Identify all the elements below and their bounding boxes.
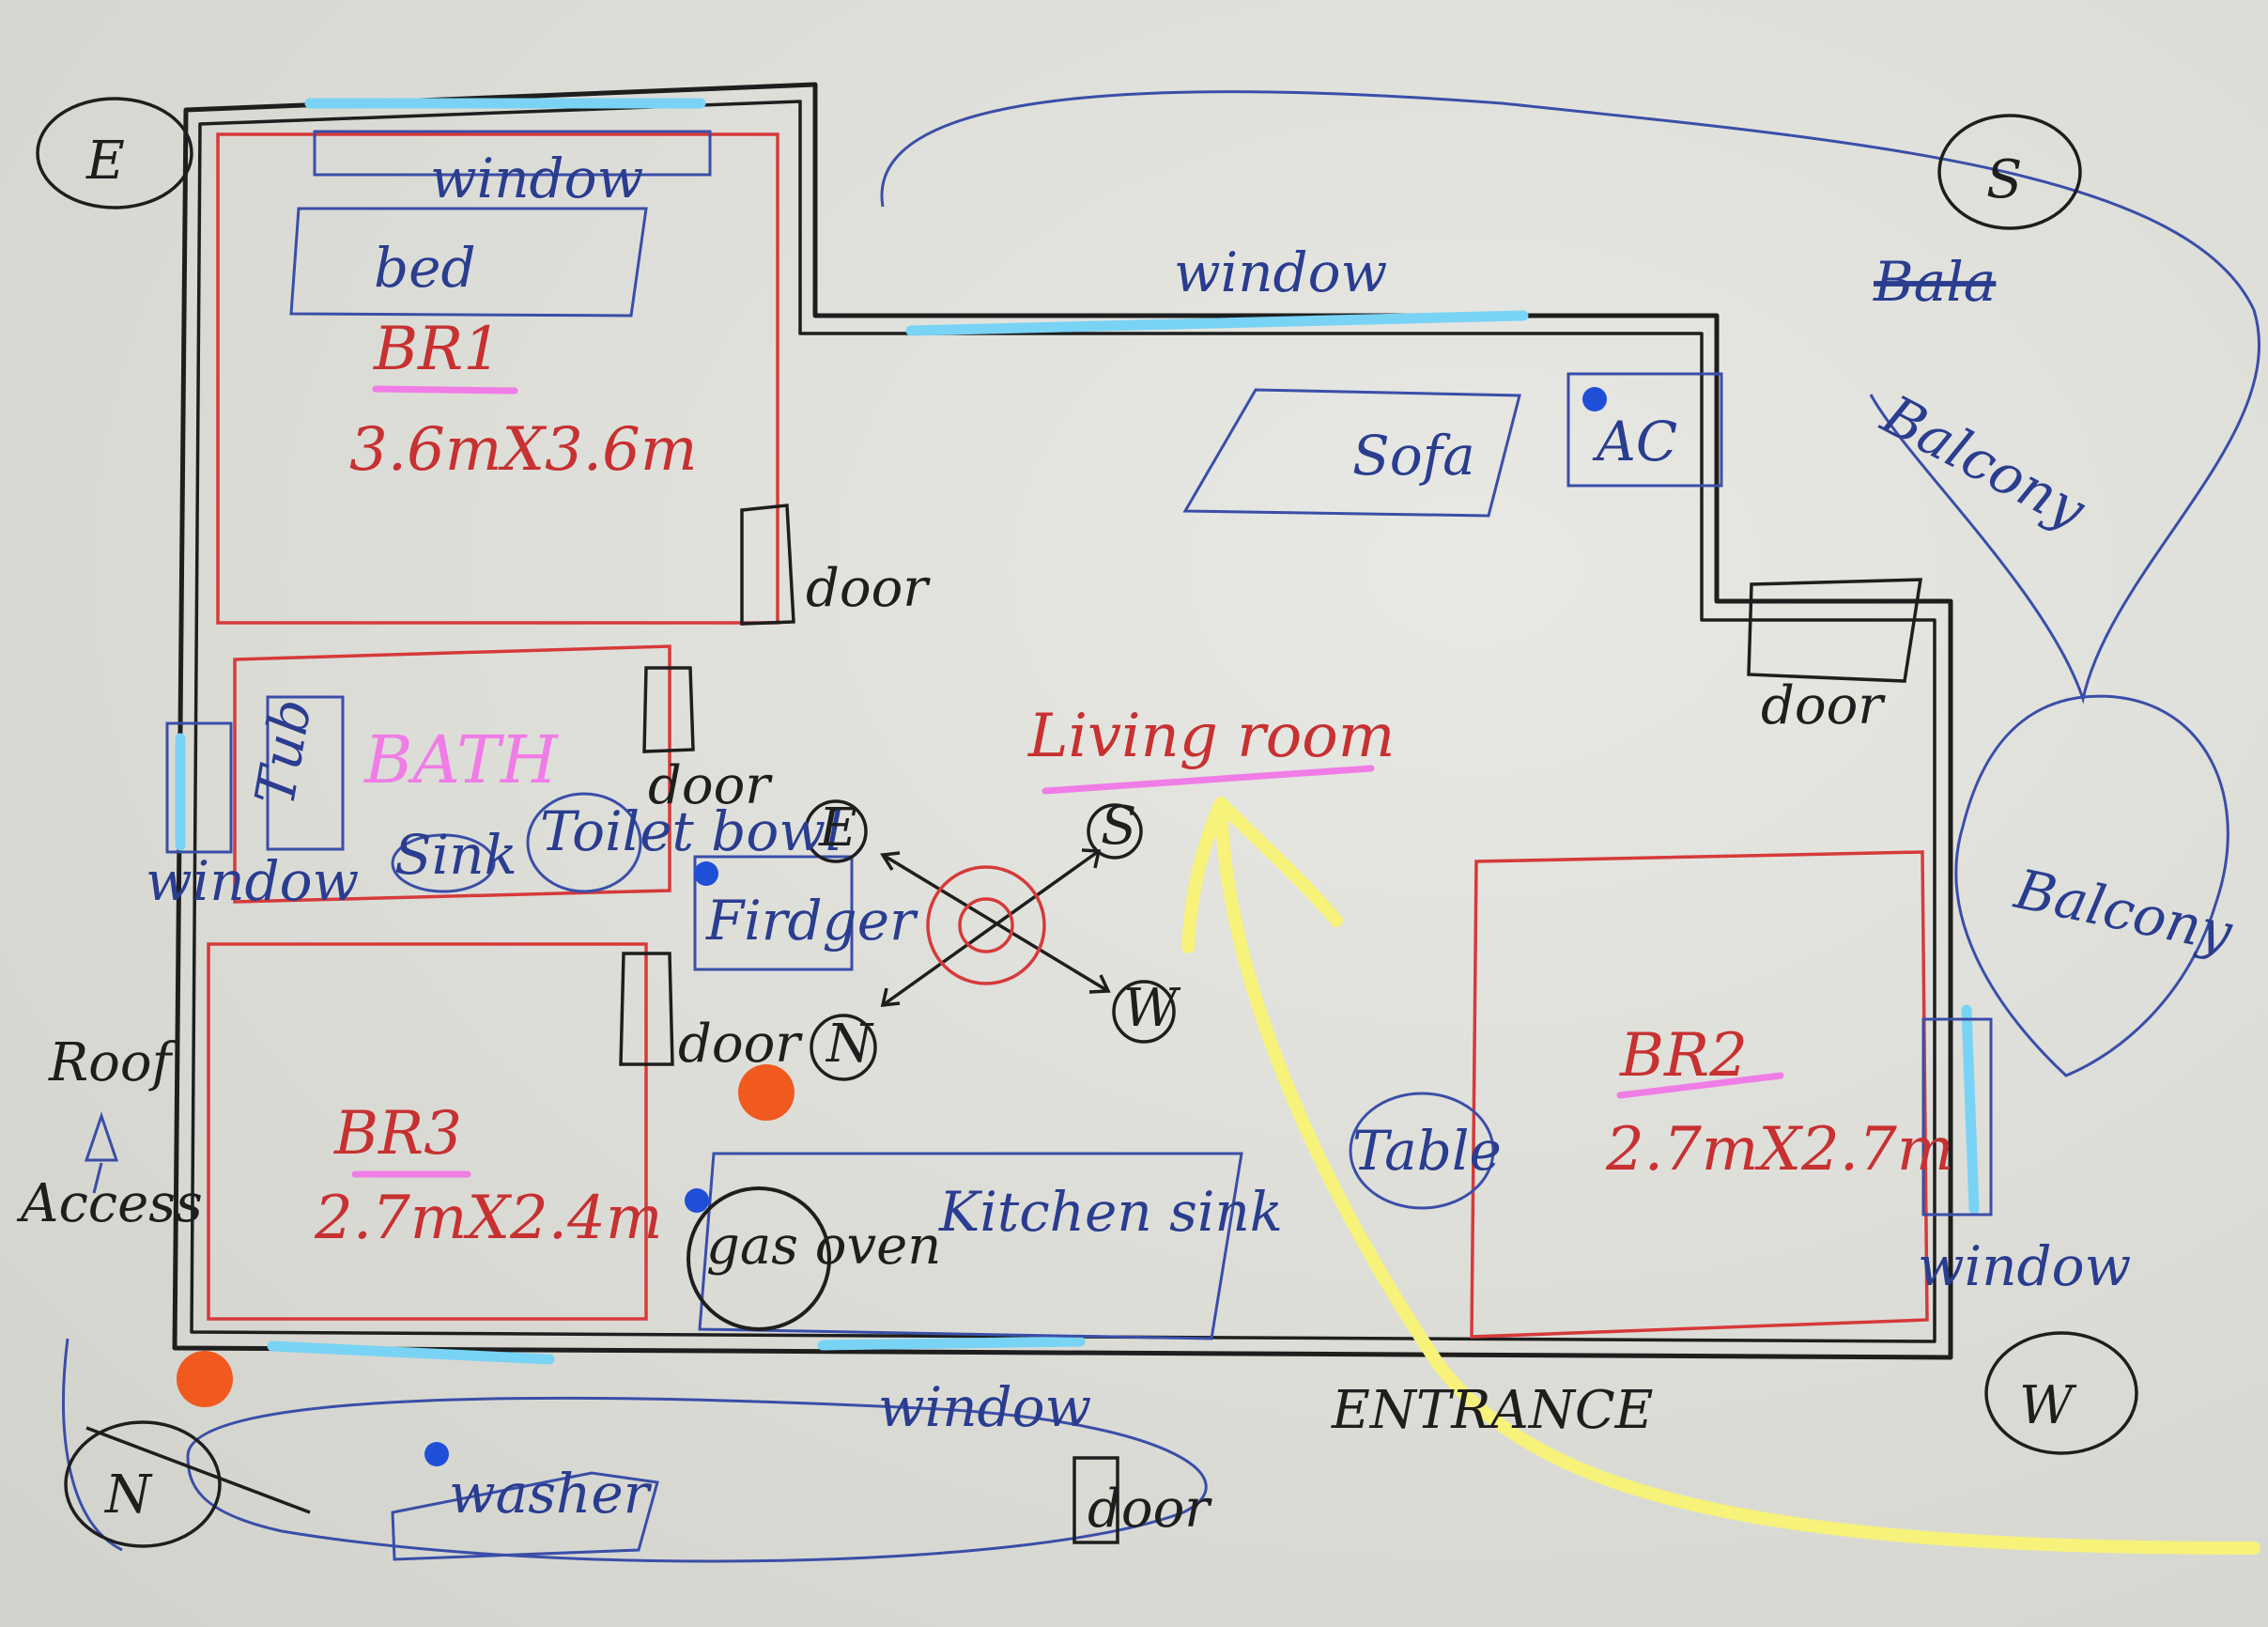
washer-outline: [391, 1471, 659, 1561]
blue-dot-gas: [685, 1188, 709, 1213]
orange-dot-kitchen: [738, 1064, 795, 1121]
compass-s-label: S: [1101, 796, 1136, 857]
tub-label: Tub: [242, 694, 324, 810]
br3-size: 2.7mX2.4m: [314, 1184, 663, 1253]
bed-label: bed: [374, 236, 476, 300]
compass-e-circle: [804, 799, 868, 863]
bath-door: [642, 666, 695, 753]
blue-dot-washer: [424, 1442, 449, 1466]
orange-dot-corner: [177, 1351, 233, 1407]
tub-outline: [266, 695, 345, 851]
corner-w-label: W: [2019, 1375, 2077, 1436]
br2-outline: [1470, 850, 1929, 1339]
bath-door-label: door: [648, 755, 773, 816]
br2-name: BR2: [1619, 1021, 1748, 1091]
br1-door-label: door: [806, 558, 931, 619]
bath-window-label: window: [146, 849, 359, 913]
balcony-top-outline: [880, 90, 2260, 705]
bath-label: BATH: [363, 721, 560, 798]
compass-e-label: E: [818, 798, 857, 859]
ac-label: AC: [1592, 410, 1677, 473]
kitchen-window-label: window: [878, 1375, 1091, 1439]
blue-dot-fridge: [694, 861, 718, 886]
entrance-arrow: [1181, 797, 2260, 1555]
sofa-outline: [1182, 388, 1521, 518]
br3-door: [619, 952, 674, 1066]
doors: [619, 504, 1923, 1544]
balcony-top-label: Balcony: [1872, 382, 2097, 543]
living-window-label: window: [1174, 240, 1387, 304]
entrance-label: ENTRANCE: [1331, 1380, 1654, 1441]
sink-outline: [391, 833, 496, 893]
br2-window-label: window: [1918, 1234, 2131, 1298]
washer-door: [1072, 1456, 1119, 1544]
kitchen-counter-outline: [698, 1152, 1243, 1340]
kitchen-label: Kitchen sink: [938, 1180, 1283, 1244]
sink-label: Sink: [394, 823, 517, 887]
br3-name: BR3: [333, 1099, 462, 1169]
corner-e-circle: [36, 97, 193, 209]
ac-outline: [1566, 372, 1723, 488]
toilet-label: Toilet bowl: [540, 799, 843, 863]
compass-rose: [804, 799, 1176, 1081]
furniture: [165, 130, 1993, 1561]
gas-oven-outline: [687, 1186, 831, 1331]
washer-label: washer: [449, 1462, 653, 1526]
corner-compass: [36, 97, 2138, 1548]
fridge-label: Firdger: [705, 889, 918, 953]
br1-outline: [216, 132, 779, 625]
roof-access-arrow: [84, 1111, 119, 1162]
roof-label: Roof: [48, 1032, 180, 1093]
br1-name: BR1: [373, 315, 501, 384]
access-label: Access: [16, 1173, 203, 1234]
br1-size: 3.6mX3.6m: [349, 415, 698, 485]
compass-w-label: W: [1123, 978, 1181, 1039]
br1-door: [740, 504, 795, 626]
washer-door-label: door: [1088, 1479, 1212, 1540]
washer-area-outline: [186, 1397, 1208, 1563]
window-marks: [175, 98, 1980, 1365]
compass-n-circle: [810, 1014, 877, 1081]
table-label: Table: [1352, 1119, 1502, 1183]
corner-s-label: S: [1986, 149, 2022, 210]
blue-dot-ac: [1582, 387, 1607, 411]
balcony-door-label: door: [1761, 675, 1886, 736]
corner-s-circle: [1937, 114, 2082, 230]
br1-window-label: window: [430, 147, 643, 210]
table-outline: [1349, 1092, 1495, 1210]
balcony-door: [1747, 578, 1923, 683]
balcony-struck-label: Bala: [1873, 250, 1996, 314]
highlight-underlines: [351, 385, 1784, 1178]
compass-n-label: N: [825, 1014, 874, 1075]
br2-size: 2.7mX2.7m: [1605, 1115, 1954, 1185]
fridge-outline: [693, 855, 854, 971]
outer-walls: [172, 82, 1953, 1360]
corner-w-circle: [1984, 1331, 2138, 1455]
bed-outline: [289, 207, 648, 318]
corner-e-label: E: [85, 131, 125, 192]
compass-w-circle: [1112, 980, 1176, 1044]
br3-outline: [207, 942, 648, 1321]
window-frame-br1: [313, 130, 712, 177]
labels: window bed BR1 3.6mX3.6m door window Sof…: [16, 131, 2239, 1540]
br3-door-label: door: [678, 1014, 803, 1075]
markers: [177, 387, 1607, 1466]
bath-window-frame: [165, 721, 233, 854]
toilet-outline: [526, 792, 642, 893]
balcony-side-label: Balcony: [2009, 857, 2238, 965]
corner-n-circle: [64, 1420, 222, 1548]
sofa-label: Sofa: [1352, 424, 1475, 488]
corner-n-label: N: [103, 1464, 153, 1526]
gas-oven-label: gas oven: [706, 1216, 941, 1277]
living-room-label: Living room: [1027, 702, 1395, 771]
br2-window-frame: [1921, 1017, 1993, 1216]
bath-outline: [233, 644, 671, 904]
compass-s-circle: [1087, 803, 1143, 860]
room-outlines: [207, 132, 1929, 1339]
balcony-side-outline: [1954, 694, 2229, 1077]
